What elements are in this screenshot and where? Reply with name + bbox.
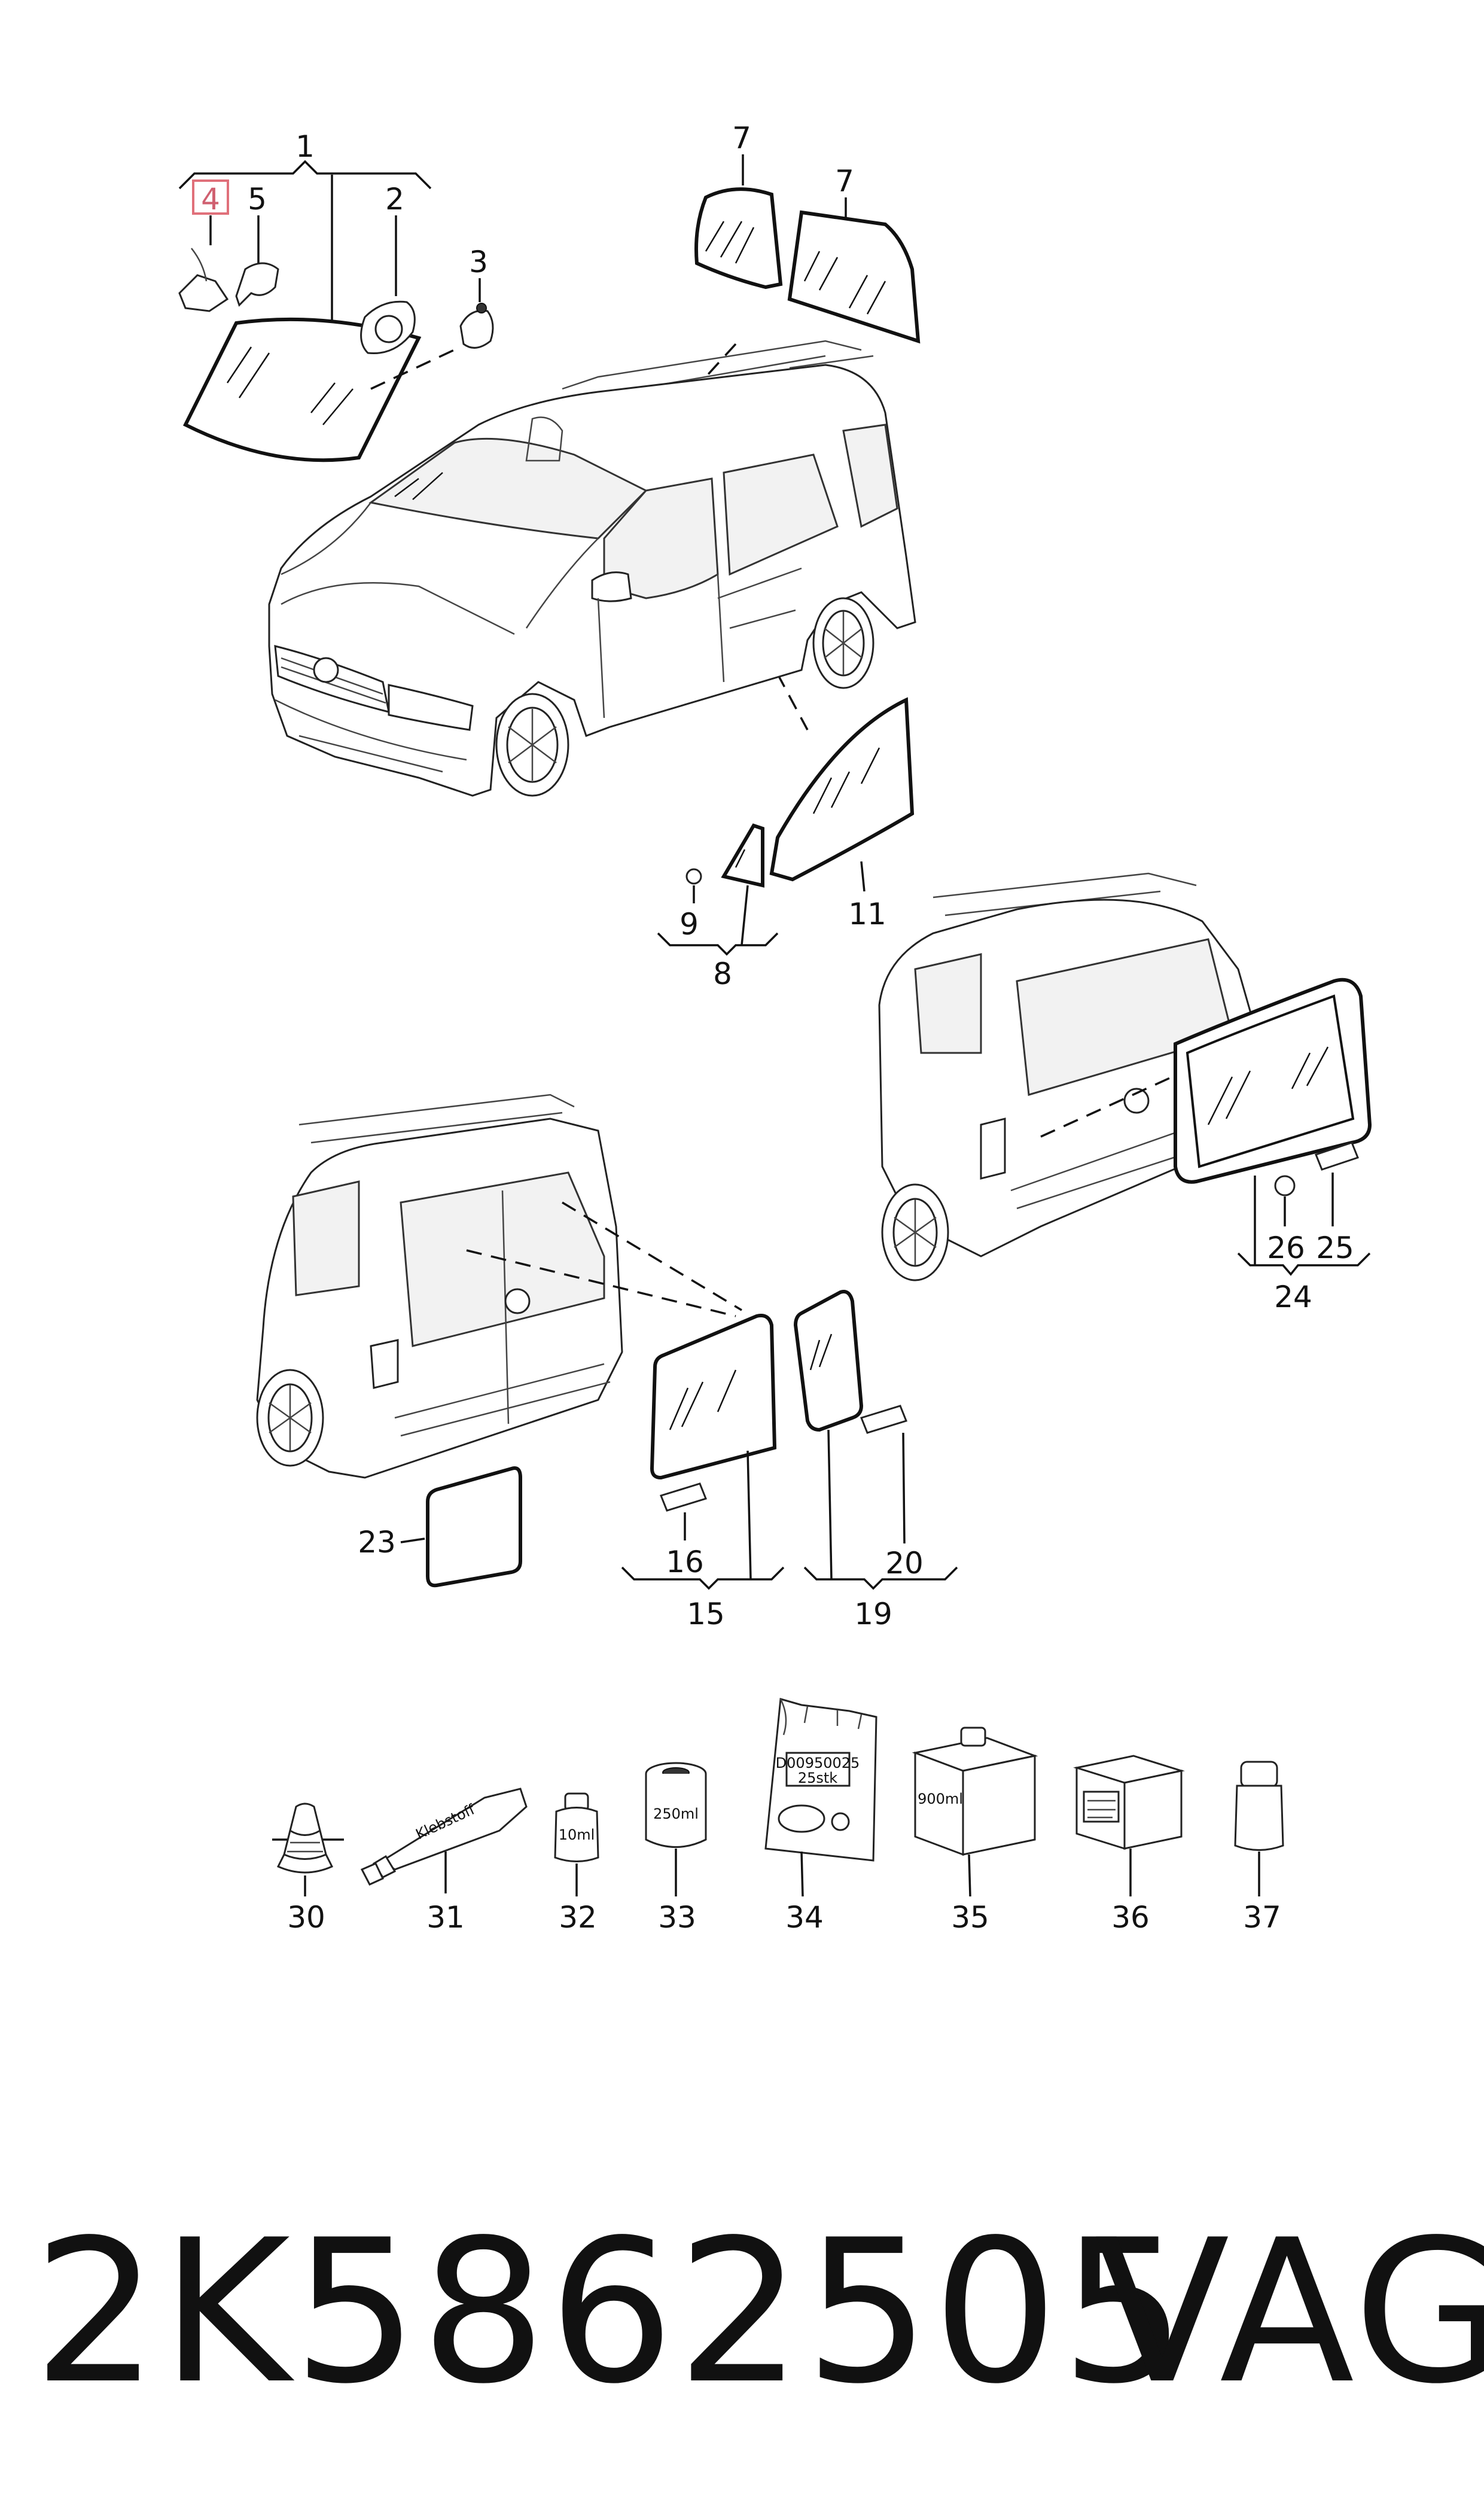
part-number: 2K5862505 xyxy=(33,2197,1189,2427)
accessory-34-wipe-bag: D00950025 25stk 34 xyxy=(764,1698,877,1935)
vent-clip xyxy=(685,868,702,885)
rear-door-glass-right xyxy=(793,1290,864,1432)
vw-logo-rear xyxy=(1123,1088,1150,1114)
callout-16: 16 xyxy=(666,1545,704,1579)
accessory-31-adhesive-tube: Klebstoff 31 xyxy=(360,1788,528,1935)
brand-name: VAG xyxy=(1095,2197,1484,2427)
callout-20: 20 xyxy=(885,1546,924,1581)
tailgate-spacer xyxy=(1315,1141,1359,1171)
vent-glass xyxy=(721,823,764,888)
callout-11: 11 xyxy=(848,897,886,931)
callout-34: 34 xyxy=(785,1900,824,1935)
front-door-glass-group: 11 9 8 xyxy=(657,697,915,991)
windshield-glass xyxy=(182,317,422,462)
van-slide-door-window xyxy=(723,453,839,576)
front-door-glass xyxy=(769,697,915,882)
bag-label-line1: D00950025 xyxy=(776,1755,860,1771)
small-window-glass xyxy=(426,1466,522,1588)
bottle-small-label: 10ml xyxy=(559,1826,595,1843)
callout-33: 33 xyxy=(658,1900,696,1935)
accessory-37-bottle: 37 xyxy=(1234,1761,1284,1935)
callout-36: 36 xyxy=(1111,1900,1150,1935)
van-rear-view-tailgate xyxy=(878,872,1263,1281)
quarter-window-rear xyxy=(787,210,921,344)
tailgate-clip xyxy=(1274,1175,1296,1196)
accessory-35-container: 900ml 35 xyxy=(912,1727,1038,1935)
van-rear-view-doors xyxy=(256,1094,742,1479)
callout-9: 9 xyxy=(679,907,699,942)
rear-door-right-spacer xyxy=(860,1405,907,1434)
callout-37: 37 xyxy=(1243,1900,1281,1935)
accessories-row: 30 Klebstoff 31 10ml 32 250ml 33 xyxy=(272,1698,1284,1935)
callout-1: 1 xyxy=(295,129,315,164)
sensor-pad-part xyxy=(178,274,229,312)
accessory-36-box: 36 xyxy=(1073,1755,1185,1935)
callout-19: 19 xyxy=(854,1597,892,1631)
van-rear-side-window xyxy=(842,424,898,528)
rear-door-left-spacer xyxy=(660,1482,707,1512)
accessory-33-can: 250ml 33 xyxy=(645,1762,707,1935)
cover-part xyxy=(235,262,279,307)
rear-side-window xyxy=(914,953,982,1054)
van-front-view xyxy=(268,340,916,797)
tailgate-glass-group: 26 25 24 xyxy=(1174,978,1372,1314)
vw-logo-doors xyxy=(504,1288,531,1314)
callout-25: 25 xyxy=(1316,1231,1354,1265)
bag-label-line2: 25stk xyxy=(798,1770,837,1786)
callout-30: 30 xyxy=(287,1900,325,1935)
callout-35: 35 xyxy=(951,1900,989,1935)
callout-7b: 7 xyxy=(835,164,854,199)
box-large-label: 900ml xyxy=(918,1791,963,1807)
callout-3: 3 xyxy=(469,245,488,279)
callout-5: 5 xyxy=(248,182,267,217)
rain-sensor-part xyxy=(459,309,494,349)
callout-31: 31 xyxy=(426,1900,465,1935)
callout-7a: 7 xyxy=(732,121,751,156)
rear-left-side-window xyxy=(292,1180,360,1296)
small-window-group: 23 xyxy=(358,1466,522,1588)
vw-logo-front xyxy=(313,657,339,683)
callout-2: 2 xyxy=(385,182,404,217)
quarter-window-front xyxy=(694,187,783,290)
rear-door-glass-left xyxy=(650,1314,777,1480)
callout-26: 26 xyxy=(1267,1231,1305,1265)
can-label: 250ml xyxy=(653,1805,699,1822)
callout-23: 23 xyxy=(358,1525,396,1560)
rear-door-glass-left-group: 16 15 xyxy=(621,1314,785,1631)
windshield-group: 1 4 5 2 3 xyxy=(178,129,494,462)
side-windows-7: 7 7 xyxy=(694,121,921,344)
callout-15: 15 xyxy=(687,1597,725,1631)
accessory-30-bead-applicator: 30 xyxy=(272,1803,344,1935)
callout-8: 8 xyxy=(713,957,732,991)
callout-32: 32 xyxy=(559,1900,597,1935)
callout-4-highlight xyxy=(192,179,229,215)
callout-24: 24 xyxy=(1274,1280,1312,1314)
accessory-32-small-bottle: 10ml 32 xyxy=(554,1792,599,1935)
callout-4: 4 xyxy=(201,182,220,217)
rear-door-glass-right-group: 20 19 xyxy=(793,1290,958,1631)
